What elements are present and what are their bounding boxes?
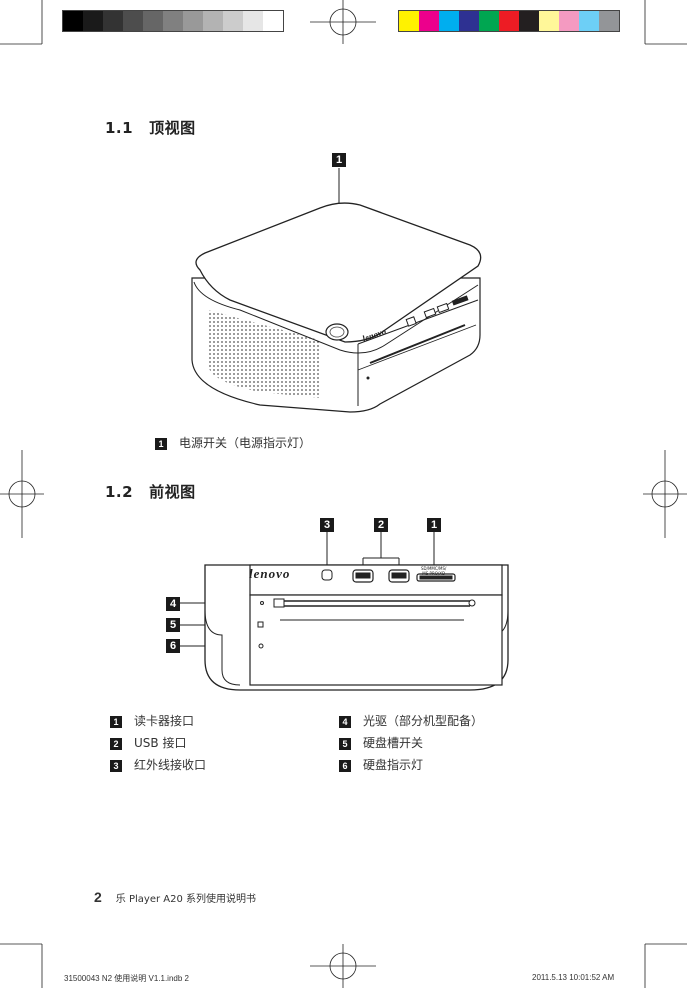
callout-badge: 2 [374,518,388,532]
slug-left: 31500043 N2 使用说明 V1.1.indb 2 [64,974,189,983]
callout-badge: 4 [166,597,180,611]
card-reader-label: SD/MMC/MS/ MS PRO/XD [421,566,446,576]
color-swatch [459,11,479,31]
callout-badge: 5 [166,618,180,632]
section-number: 1.2 [105,483,134,501]
legend-number: 2 [110,737,122,750]
legend-item: 1 读卡器接口 [110,710,206,732]
color-swatch [399,11,419,31]
legend-text: 读卡器接口 [134,714,195,728]
section-title-front-view: 1.2 前视图 [105,481,196,502]
color-swatch [419,11,439,31]
gray-swatch [63,11,83,31]
legend-item: 6 硬盘指示灯 [339,754,483,776]
legend-text: USB 接口 [134,736,187,750]
legend-item: 2 USB 接口 [110,732,206,754]
front-view-legend-left: 1 读卡器接口 2 USB 接口 3 红外线接收口 [110,710,206,776]
gray-swatch [83,11,103,31]
page-number: 2 [94,889,102,905]
legend-text: 硬盘槽开关 [363,736,424,750]
footer-text: 乐 Player A20 系列使用说明书 [115,894,257,905]
color-swatch [439,11,459,31]
section-title-top-view: 1.1 顶视图 [105,117,196,138]
callout-badge: 1 [427,518,441,532]
legend-number: 4 [339,715,351,728]
section-heading: 顶视图 [149,119,196,137]
color-swatch [499,11,519,31]
legend-text: 红外线接收口 [134,758,207,772]
page-footer: 2 乐 Player A20 系列使用说明书 [94,889,256,905]
section-heading: 前视图 [149,483,196,501]
legend-item: 5 硬盘槽开关 [339,732,483,754]
gray-swatch [243,11,263,31]
gray-swatch [123,11,143,31]
legend-number: 1 [110,715,122,728]
legend-number: 5 [339,737,351,750]
color-swatch [519,11,539,31]
gray-swatch [103,11,123,31]
legend-text: 硬盘指示灯 [363,758,424,772]
slug-right: 2011.5.13 10:01:52 AM [532,973,615,982]
top-view-illustration [191,168,482,413]
callout-badge: 1 [332,153,346,167]
card-reader-label-line: SD/MMC/MS/ [421,566,447,571]
callout-badge: 6 [166,639,180,653]
color-swatch [539,11,559,31]
gray-swatch [143,11,163,31]
gray-swatch [183,11,203,31]
color-swatch [599,11,619,31]
color-swatch [579,11,599,31]
card-reader-label-line: MS PRO/XD [422,571,446,576]
front-view-legend-right: 4 光驱（部分机型配备） 5 硬盘槽开关 6 硬盘指示灯 [339,710,483,776]
legend-number: 6 [339,759,351,772]
legend-item: 3 红外线接收口 [110,754,206,776]
gray-swatch [203,11,223,31]
color-swatch [479,11,499,31]
callout-badge: 3 [320,518,334,532]
brand-logo-front: lenovo [249,566,291,581]
gray-swatch [163,11,183,31]
legend-text: 电源开关（电源指示灯） [179,436,312,450]
color-calibration-bar [398,10,620,32]
legend-item: 1 电源开关（电源指示灯） [155,432,311,454]
section-number: 1.1 [105,119,134,137]
legend-number: 3 [110,759,122,772]
gray-swatch [223,11,243,31]
legend-text: 光驱（部分机型配备） [363,714,484,728]
gray-calibration-bar [62,10,284,32]
legend-number: 1 [155,437,167,450]
top-view-legend: 1 电源开关（电源指示灯） [155,432,311,454]
legend-item: 4 光驱（部分机型配备） [339,710,483,732]
front-view-illustration [180,532,509,691]
color-swatch [559,11,579,31]
gray-swatch [263,11,283,31]
